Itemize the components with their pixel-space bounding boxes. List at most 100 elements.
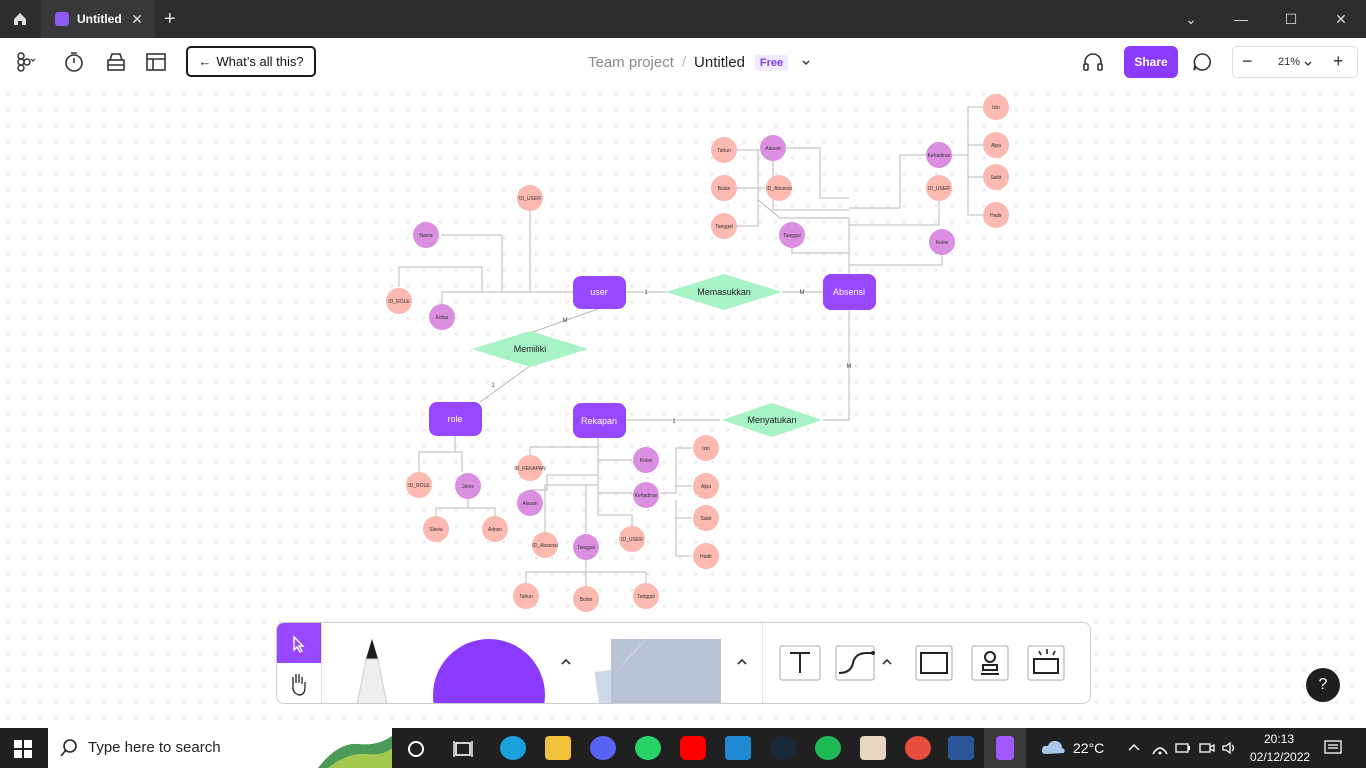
attribute-sakit[interactable]: Sakit <box>693 505 719 531</box>
volume-icon[interactable] <box>1221 741 1237 755</box>
attribute-tahun[interactable]: Tahun <box>513 583 539 609</box>
chevron-up-icon[interactable] <box>880 657 894 667</box>
attribute-alpa[interactable]: Alpa <box>693 473 719 499</box>
help-button[interactable]: ? <box>1306 668 1340 702</box>
spotify-icon[interactable] <box>815 736 841 760</box>
attribute-alasan[interactable]: Alasan <box>760 135 786 161</box>
marker-tool[interactable] <box>347 637 397 704</box>
attribute-alasan[interactable]: Alasan <box>517 490 543 516</box>
edge-icon[interactable] <box>500 736 526 760</box>
task-view-icon[interactable] <box>452 738 474 760</box>
zoom-level[interactable]: 21% <box>1278 56 1301 68</box>
attribute-nama[interactable]: Nama <box>413 222 439 248</box>
attribute-tanggal[interactable]: Tanggal <box>633 583 659 609</box>
share-button[interactable]: Share <box>1124 46 1178 78</box>
attribute-tanggal[interactable]: Tanggal <box>711 213 737 239</box>
attribute-izin[interactable]: Izin <box>693 435 719 461</box>
discord-icon[interactable] <box>590 736 616 760</box>
steam-icon[interactable] <box>770 736 796 760</box>
attribute-kehadiran[interactable]: Kehadiran <box>633 482 659 508</box>
chevron-down-icon[interactable] <box>800 57 812 69</box>
attribute-id-role[interactable]: ID_ROLE <box>406 472 432 498</box>
widgets-tool[interactable] <box>1025 643 1067 683</box>
maximize-button[interactable]: ☐ <box>1284 10 1298 27</box>
attribute-sakit[interactable]: Sakit <box>983 164 1009 190</box>
section-tool[interactable] <box>913 643 955 683</box>
entity-role[interactable]: role <box>429 402 482 436</box>
timer-icon[interactable] <box>62 50 86 74</box>
game-app-icon[interactable] <box>860 736 886 760</box>
close-window-button[interactable]: ✕ <box>1335 10 1347 27</box>
select-tool[interactable] <box>277 623 321 663</box>
youtube-icon[interactable] <box>680 736 706 760</box>
chrome-icon[interactable] <box>905 736 931 760</box>
word-icon[interactable] <box>948 736 974 760</box>
attribute-id-user[interactable]: ID_USER <box>926 175 952 201</box>
attribute-kelas[interactable]: Kelas <box>929 229 955 255</box>
templates-icon[interactable] <box>144 50 168 74</box>
relationship-memiliki[interactable]: Memiliki <box>472 331 588 367</box>
attribute-kehadiran[interactable]: Kehadiran <box>926 142 952 168</box>
file-tab[interactable]: Untitled ✕ <box>41 0 155 38</box>
figma-taskbar-item[interactable] <box>984 728 1026 768</box>
attribute-tanggal[interactable]: Tanggal <box>779 222 805 248</box>
minimize-button[interactable]: — <box>1234 11 1248 27</box>
zoom-in-button[interactable]: + <box>1333 51 1344 71</box>
relationship-menyatukan[interactable]: Menyatukan <box>722 403 822 437</box>
stamp-tool[interactable] <box>969 643 1011 683</box>
tab-close-icon[interactable]: ✕ <box>131 11 143 27</box>
entity-absensi[interactable]: Absensi <box>823 274 876 310</box>
breadcrumb-file-name[interactable]: Untitled <box>694 54 745 71</box>
attribute-id-user[interactable]: ID_USER <box>517 185 543 211</box>
attribute-izin[interactable]: Izin <box>983 94 1009 120</box>
attribute-id-rekapan[interactable]: ID_REKAPAN <box>514 455 546 481</box>
cortana-icon[interactable] <box>405 738 427 760</box>
wifi-icon[interactable] <box>1152 741 1168 755</box>
text-tool[interactable] <box>777 643 823 683</box>
figma-menu-icon[interactable] <box>12 50 36 74</box>
entity-user[interactable]: user <box>573 276 626 309</box>
headphones-icon[interactable] <box>1082 51 1104 73</box>
new-tab-button[interactable]: + <box>164 8 176 30</box>
attribute-bulan[interactable]: Bulan <box>711 175 737 201</box>
clock-time[interactable]: 20:13 <box>1264 732 1295 746</box>
attribute-kelas[interactable]: Kelas <box>429 304 455 330</box>
notifications-icon[interactable] <box>1324 740 1342 756</box>
attribute-id-role[interactable]: ID_ROLE <box>386 288 412 314</box>
attribute-bulan[interactable]: Bulan <box>573 586 599 612</box>
relationship-memasukkan[interactable]: Memasukkan <box>666 274 782 310</box>
entity-rekapan[interactable]: Rekapan <box>573 403 626 438</box>
file-explorer-icon[interactable] <box>545 736 571 760</box>
chevron-up-icon[interactable] <box>559 657 573 667</box>
vscode-icon[interactable] <box>725 736 751 760</box>
camera-icon[interactable] <box>1199 741 1215 755</box>
zoom-out-button[interactable]: − <box>1242 51 1253 71</box>
attribute-hadir[interactable]: Hadir <box>693 543 719 569</box>
attribute-siswa[interactable]: Siswa <box>423 516 449 542</box>
whats-all-this-button[interactable]: ← What’s all this? <box>186 46 316 77</box>
taskbar-search[interactable]: Type here to search <box>48 728 392 768</box>
battery-icon[interactable] <box>1175 742 1191 754</box>
home-button[interactable] <box>0 0 40 38</box>
chevron-down-icon[interactable] <box>1303 59 1313 69</box>
attribute-hadir[interactable]: Hadir <box>983 202 1009 228</box>
breadcrumb-team[interactable]: Team project <box>588 54 674 71</box>
attribute-admin[interactable]: Admin <box>482 516 508 542</box>
canvas[interactable] <box>0 86 1366 728</box>
connector-tool[interactable] <box>833 643 877 683</box>
chevron-up-icon[interactable] <box>735 657 749 667</box>
windows-start-icon[interactable] <box>14 740 32 758</box>
weather-cloud-icon[interactable] <box>1040 738 1066 758</box>
attribute-kelas[interactable]: Kelas <box>633 447 659 473</box>
chevron-up-icon[interactable] <box>1127 742 1141 752</box>
attribute-alpa[interactable]: Alpa <box>983 132 1009 158</box>
attribute-tahun[interactable]: Tahun <box>711 137 737 163</box>
clock-date[interactable]: 02/12/2022 <box>1250 750 1311 764</box>
shape-tool[interactable] <box>433 639 545 703</box>
weather-temperature[interactable]: 22°C <box>1073 740 1105 756</box>
resources-icon[interactable] <box>104 50 128 74</box>
attribute-id-absensi[interactable]: ID_Absensi <box>532 532 558 558</box>
hand-tool[interactable] <box>277 663 321 703</box>
chevron-down-icon[interactable]: ⌄ <box>1185 10 1197 27</box>
whatsapp-icon[interactable] <box>635 736 661 760</box>
